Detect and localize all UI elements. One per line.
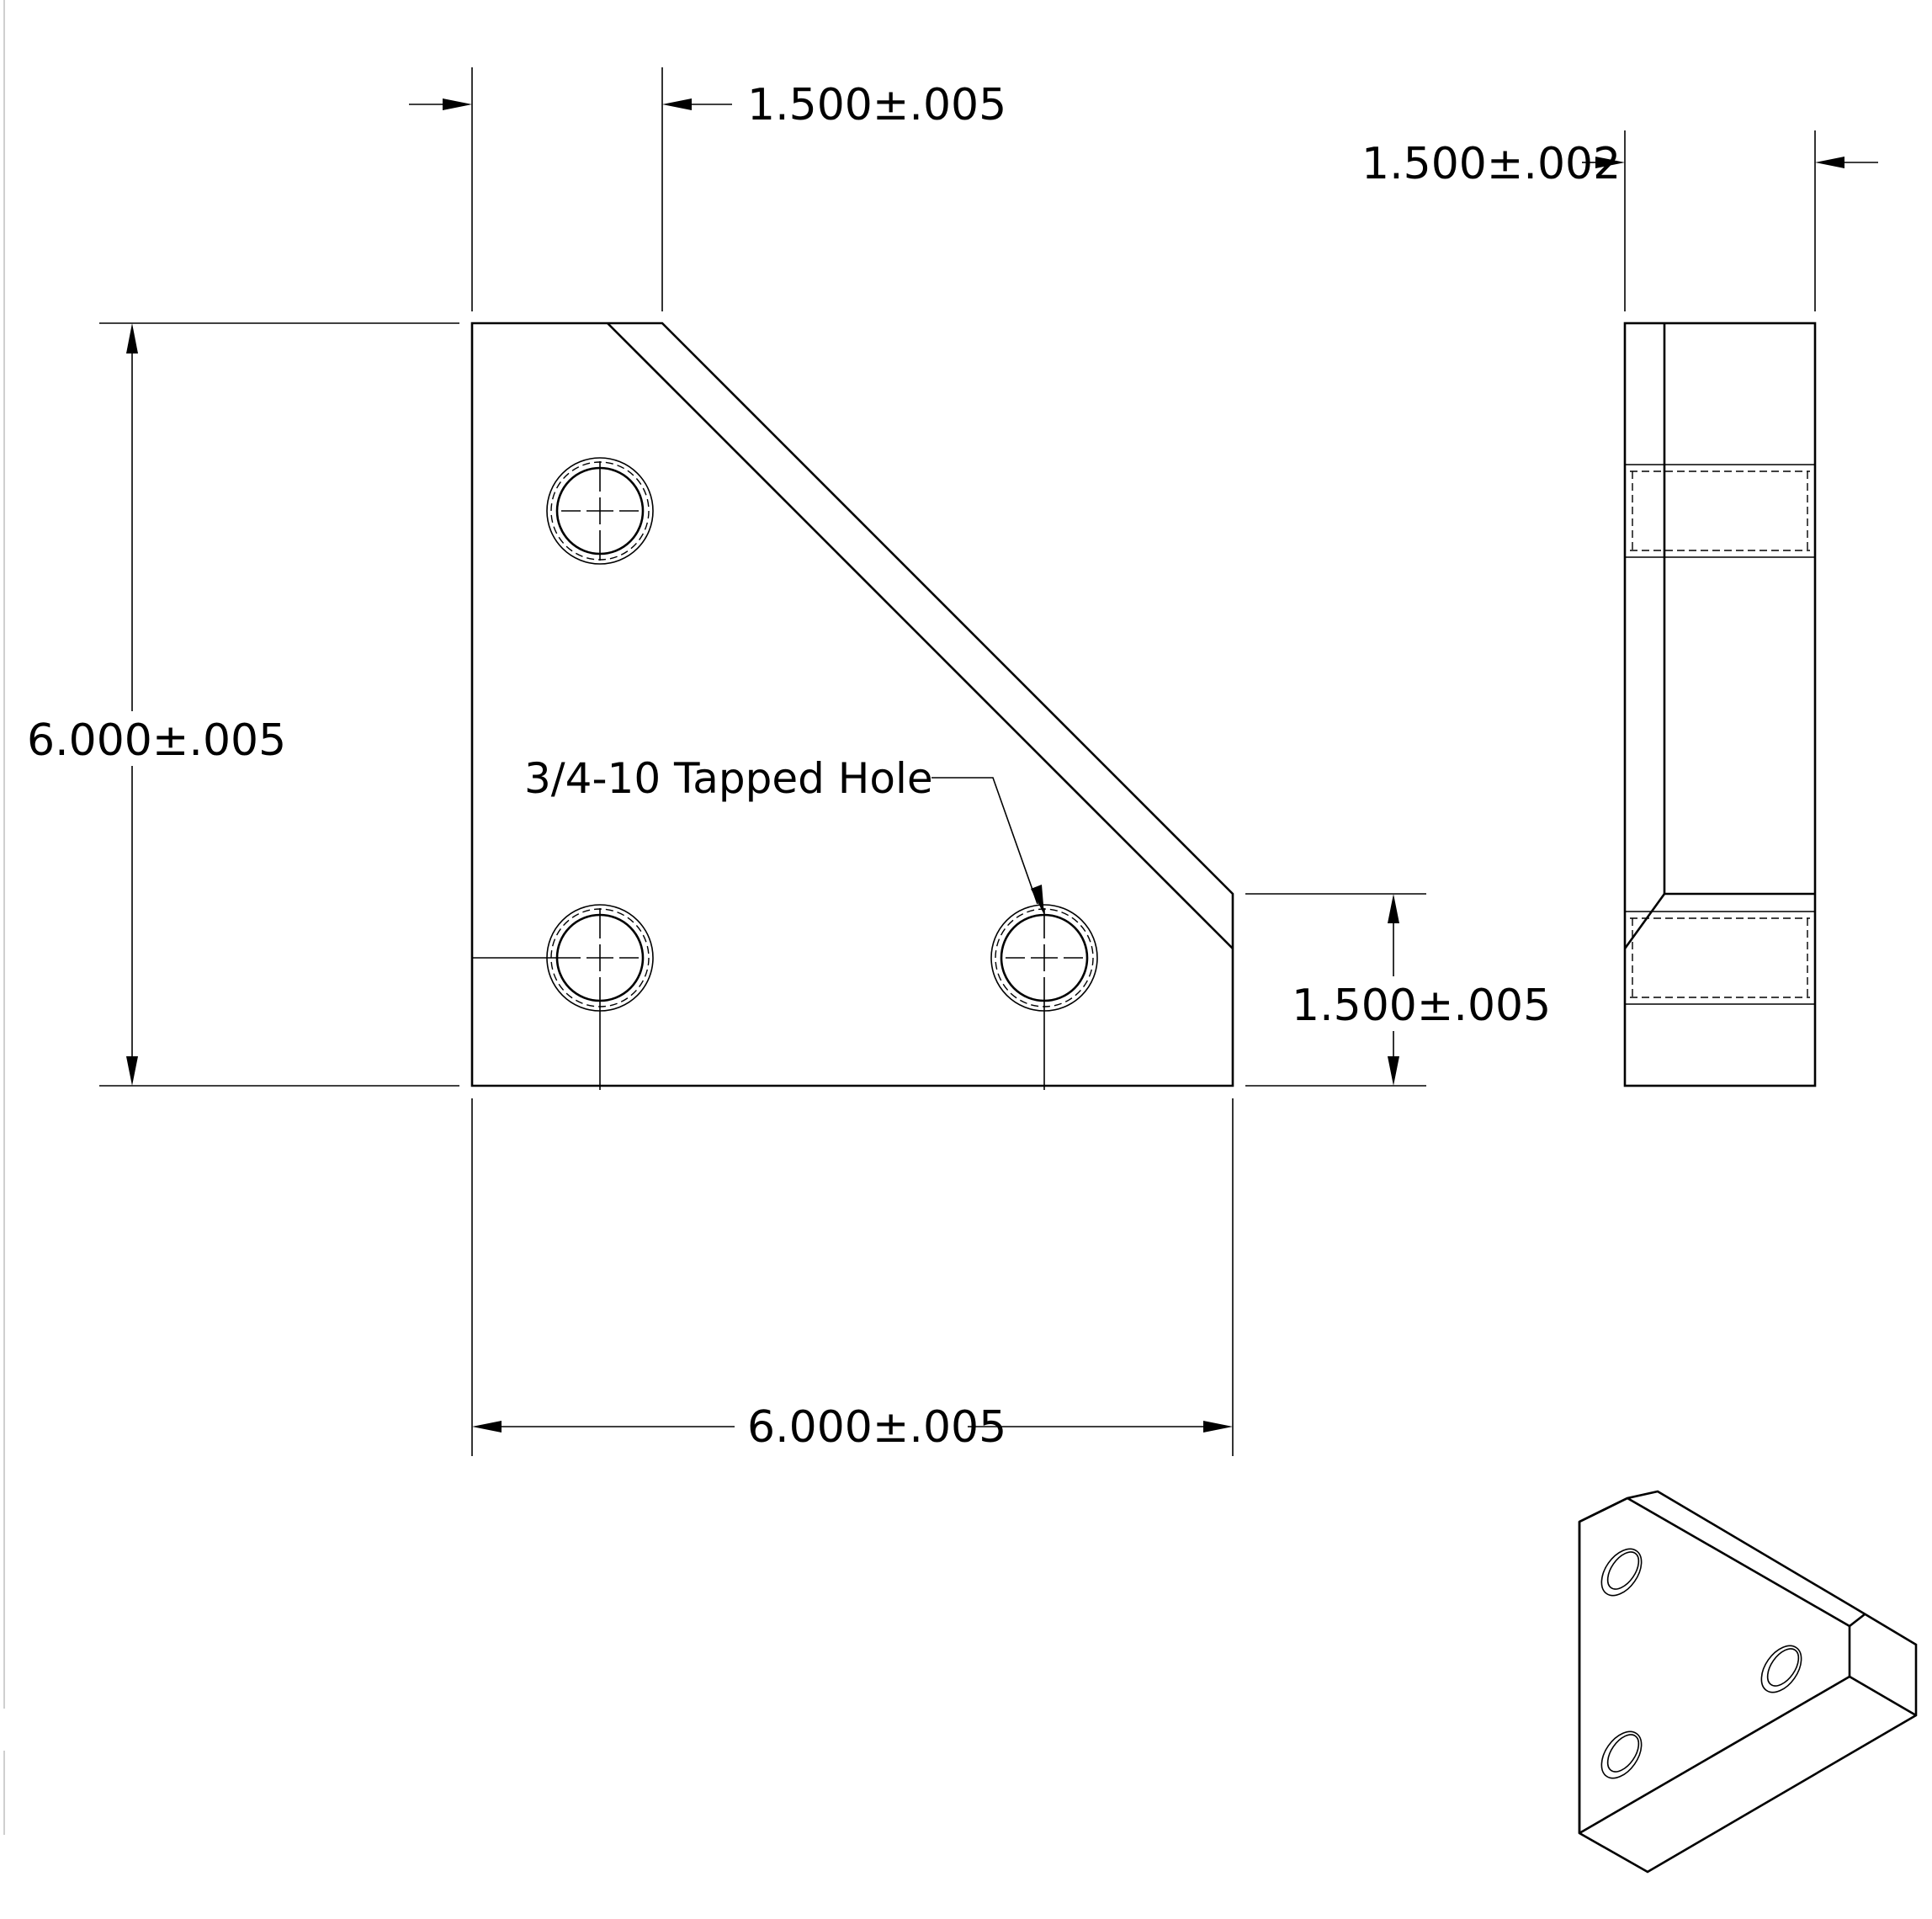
- front-view: [470, 322, 1234, 1090]
- dimension-top-chamfer-width: 1.500±.005: [409, 67, 1006, 311]
- dimension-label-top-chamfer: 1.500±.005: [747, 80, 1006, 130]
- dimension-overall-width: 6.000±.005: [471, 1098, 1234, 1456]
- dimension-label-overall-width: 6.000±.005: [747, 1402, 1006, 1453]
- side-hole-lower: [1625, 911, 1815, 1005]
- dimension-side-thickness: 1.500±.002: [1361, 130, 1878, 311]
- side-view-outline: [1623, 322, 1817, 1087]
- iso-hole-top: [1600, 1548, 1643, 1597]
- callout-tapped-hole: 3/4-10 Tapped Hole: [524, 754, 1044, 915]
- callout-label-tapped-hole: 3/4-10 Tapped Hole: [524, 754, 933, 803]
- iso-hole-right: [1760, 1645, 1802, 1693]
- side-view: [1623, 322, 1817, 1087]
- dimension-label-overall-height: 6.000±.005: [27, 715, 286, 766]
- iso-hole-bottom: [1600, 1730, 1643, 1779]
- tapped-hole-top-left: [546, 457, 654, 565]
- isometric-view: [1578, 1490, 1918, 1874]
- dimension-label-chamfer-height: 1.500±.005: [1292, 981, 1551, 1031]
- dimension-overall-height: 6.000±.005: [25, 322, 459, 1087]
- side-hole-upper: [1625, 464, 1815, 558]
- tapped-hole-bottom-right: [990, 904, 1098, 1090]
- front-view-outline: [470, 322, 1234, 1087]
- tapped-hole-bottom-left: [472, 904, 654, 1090]
- chamfer-inner-edge: [607, 322, 1234, 949]
- dimension-label-side-thickness: 1.500±.002: [1361, 139, 1621, 189]
- dimension-chamfer-height: 1.500±.005: [1245, 893, 1551, 1087]
